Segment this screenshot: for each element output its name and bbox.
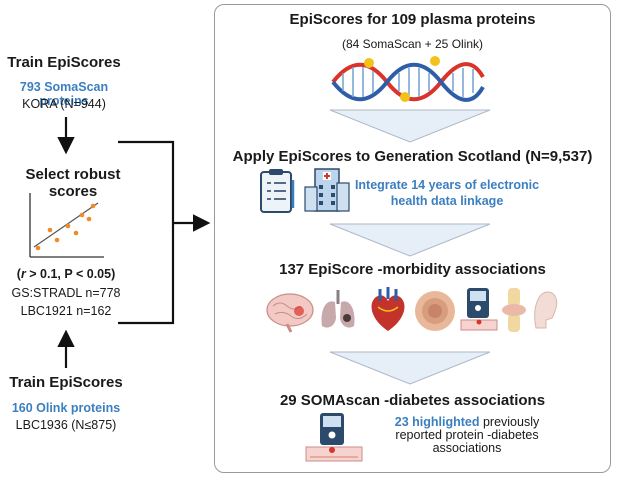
scatter-point xyxy=(35,245,41,251)
step-arrow-1 xyxy=(329,109,491,143)
integrate-line-2: health data linkage xyxy=(390,194,504,208)
olink-proteins-label: 160 Olink proteins xyxy=(11,401,121,415)
train-episcores-olink-title: Train EpiScores xyxy=(9,374,123,391)
skin-icon xyxy=(415,291,455,331)
step1-subtitle: (84 SomaScan + 25 Olink) xyxy=(341,37,484,51)
highlighted-associations-note: 23 highlighted previously reported prote… xyxy=(372,416,562,455)
glucose-meter-icon xyxy=(460,288,498,331)
scatter-point xyxy=(79,212,85,218)
somascan-proteins-label: 793 SomaScan proteins xyxy=(19,80,109,108)
threshold-open: ( xyxy=(16,267,21,281)
step-arrow-2 xyxy=(329,223,491,257)
lungs-icon xyxy=(321,290,355,328)
lbc1921-cohort-label: LBC1921 n=162 xyxy=(20,304,112,318)
clipboard-icon xyxy=(260,169,295,213)
methyl-group xyxy=(400,92,410,102)
scatter-point xyxy=(86,216,92,222)
highlight-count: 23 highlighted xyxy=(394,415,480,429)
select-robust-scores-title: Select robust scores xyxy=(25,166,121,200)
methyl-group xyxy=(364,58,374,68)
scatter-point xyxy=(73,230,79,236)
threshold-r: r xyxy=(20,267,26,281)
step1-title: EpiScores for 109 plasma proteins xyxy=(289,11,536,28)
methyl-group xyxy=(430,56,440,66)
brain-icon xyxy=(266,293,314,333)
step3-title: 137 EpiScore -morbidity associations xyxy=(279,261,546,278)
threshold-rest: > 0.1, P < 0.05) xyxy=(25,267,116,281)
bracket xyxy=(118,140,175,325)
joint-icon xyxy=(502,288,526,332)
lbc1936-cohort-label: LBC1936 (N≤875) xyxy=(15,418,117,432)
step2-title: Apply EpiScores to Generation Scotland (… xyxy=(232,148,593,165)
hospital-icon xyxy=(304,168,350,212)
train-episcores-somascan-title: Train EpiScores xyxy=(7,54,121,71)
scatter-point xyxy=(54,237,60,243)
scatter-point xyxy=(47,227,53,233)
step-arrow-3 xyxy=(329,351,491,385)
dna-strand-blue xyxy=(331,62,485,102)
integrate-ehr-note: Integrate 14 years of electronic health … xyxy=(352,177,542,209)
scatter-point xyxy=(90,203,96,209)
dna-rungs xyxy=(342,67,474,97)
head-icon xyxy=(534,291,558,329)
heart-icon xyxy=(371,287,405,331)
highlight-rest-1: previously xyxy=(479,415,540,429)
kora-cohort-label: KORA (N=944) xyxy=(22,97,106,111)
stradl-cohort-label: GS:STRADL n=778 xyxy=(11,286,121,300)
highlight-line-1: 23 highlighted previously xyxy=(372,416,562,429)
glucose-meter-icon xyxy=(305,413,363,462)
scatter-plot-icon xyxy=(29,193,104,258)
highlight-line-2: reported protein -diabetes xyxy=(395,428,539,442)
highlight-line-3: associations xyxy=(432,441,502,455)
scatter-point xyxy=(65,223,71,229)
dna-strand-red xyxy=(331,62,485,102)
step4-title: 29 SOMAscan -diabetes associations xyxy=(279,392,546,409)
integrate-line-1: Integrate 14 years of electronic xyxy=(354,178,540,192)
threshold-label: (r > 0.1, P < 0.05) xyxy=(0,267,132,281)
dna-icon xyxy=(331,56,485,102)
